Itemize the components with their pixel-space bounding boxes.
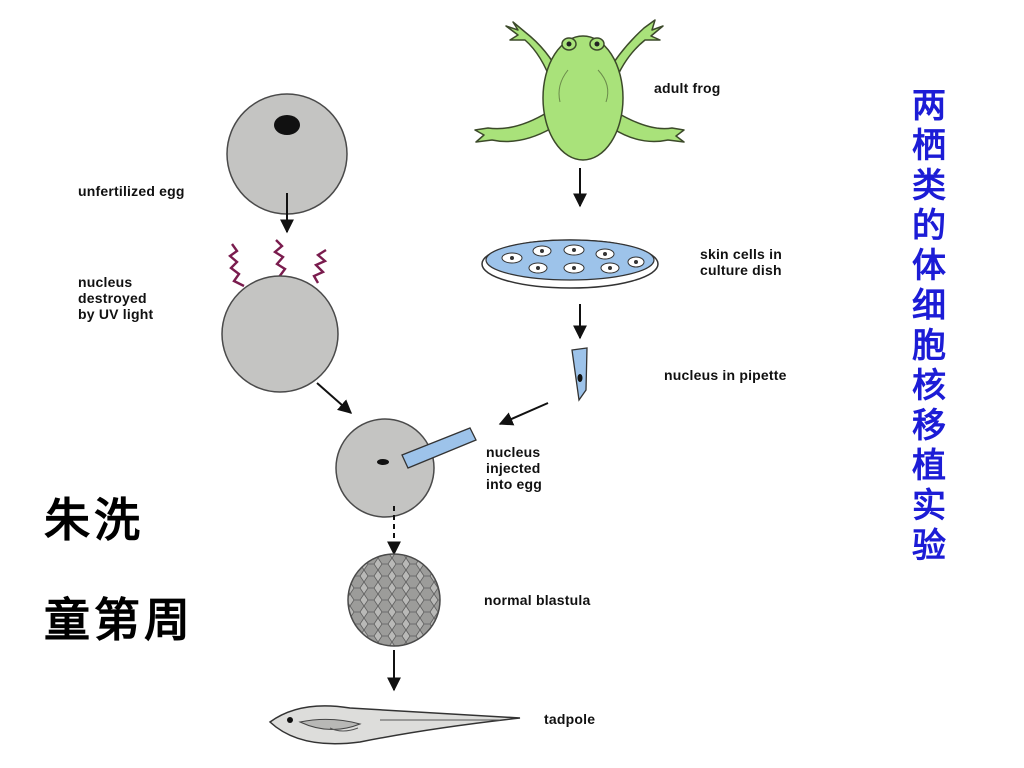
- uv-destroyed-egg: [221, 275, 339, 393]
- label-nucleus-injected: nucleus injected into egg: [486, 444, 543, 492]
- unfertilized-egg: [226, 93, 348, 215]
- culture-dish: [481, 239, 659, 289]
- uv-rays: [228, 239, 328, 288]
- vertical-title: 两栖类的体细胞核移植实验: [912, 86, 946, 566]
- tadpole-illustration: [268, 705, 521, 745]
- adult-frog-illustration: [474, 19, 685, 161]
- author-line-1: 朱洗: [44, 493, 144, 547]
- label-adult-frog: adult frog: [654, 80, 721, 96]
- label-nucleus-in-pipette: nucleus in pipette: [664, 367, 787, 383]
- label-normal-blastula: normal blastula: [484, 592, 591, 608]
- author-line-2: 童第周: [44, 593, 194, 647]
- label-skin-cells: skin cells in culture dish: [700, 246, 782, 278]
- pipette: [571, 347, 588, 402]
- label-nucleus-destroyed: nucleus destroyed by UV light: [78, 274, 154, 322]
- label-unfertilized-egg: unfertilized egg: [78, 183, 185, 199]
- injected-egg: [335, 418, 477, 518]
- arrow-pipette-to-injected: [498, 402, 549, 426]
- label-tadpole: tadpole: [544, 711, 596, 727]
- egg-nucleus: [274, 115, 300, 135]
- blastula: [347, 553, 441, 647]
- arrow-uv-to-injected: [316, 382, 353, 414]
